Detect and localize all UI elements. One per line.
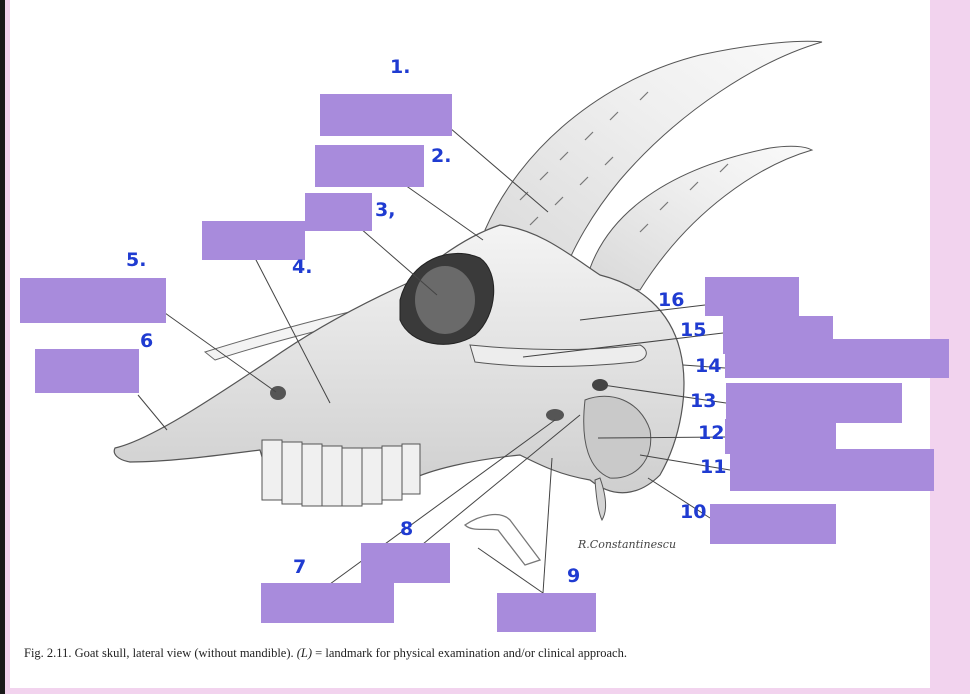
caption-prefix: Fig. 2.11. [24, 646, 72, 660]
label-box-7[interactable] [261, 583, 394, 623]
number-12: 12 [698, 422, 725, 444]
number-13: 13 [690, 390, 717, 412]
label-box-3[interactable] [305, 193, 372, 231]
leader-lines [137, 127, 731, 594]
number-15: 15 [680, 319, 707, 341]
number-7: 7 [293, 556, 307, 578]
label-box-16[interactable] [705, 277, 799, 316]
number-6: 6 [140, 330, 154, 352]
caption-text: Goat skull, lateral view (without mandib… [74, 646, 294, 660]
tympanic-bulla [583, 395, 652, 479]
pterygoid-fossa [546, 409, 564, 421]
number-4: 4. [292, 256, 313, 278]
orbit-inner [415, 266, 475, 334]
number-9: 9 [567, 565, 581, 587]
label-box-10[interactable] [710, 504, 836, 544]
label-box-8[interactable] [361, 543, 450, 583]
zygomatic-arch [469, 344, 647, 367]
label-box-12[interactable] [725, 419, 836, 454]
number-1: 1. [390, 56, 411, 78]
hyoid-apparatus [463, 513, 542, 566]
label-box-1[interactable] [320, 94, 452, 136]
label-box-13[interactable] [726, 383, 902, 423]
number-11: 11 [700, 456, 727, 478]
label-box-9[interactable] [497, 593, 596, 632]
number-2: 2. [431, 145, 452, 167]
label-box-2[interactable] [315, 145, 424, 187]
label-box-6[interactable] [35, 349, 139, 393]
number-10: 10 [680, 501, 707, 523]
caption-legend-key: (L) [296, 646, 313, 660]
label-box-11[interactable] [730, 449, 934, 491]
horn-texture [519, 91, 729, 233]
molar-row [261, 439, 421, 507]
artist-signature: R.Constantinescu [578, 538, 677, 551]
number-14: 14 [695, 355, 722, 377]
number-16: 16 [658, 289, 685, 311]
number-8: 8 [400, 518, 414, 540]
number-3: 3, [375, 199, 396, 221]
left-edge-bar [0, 0, 5, 694]
horn-front [484, 40, 823, 286]
label-box-15[interactable] [723, 316, 833, 354]
infraorbital-foramen [270, 386, 286, 400]
label-box-4[interactable] [202, 221, 305, 260]
paracondylar-process [594, 477, 607, 522]
external-acoustic-meatus [592, 379, 608, 391]
figure-caption: Fig. 2.11. Goat skull, lateral view (wit… [24, 646, 627, 661]
caption-legend-text: = landmark for physical examination and/… [315, 646, 627, 660]
number-5: 5. [126, 249, 147, 271]
horn-back [584, 145, 814, 291]
label-box-5[interactable] [20, 278, 166, 323]
